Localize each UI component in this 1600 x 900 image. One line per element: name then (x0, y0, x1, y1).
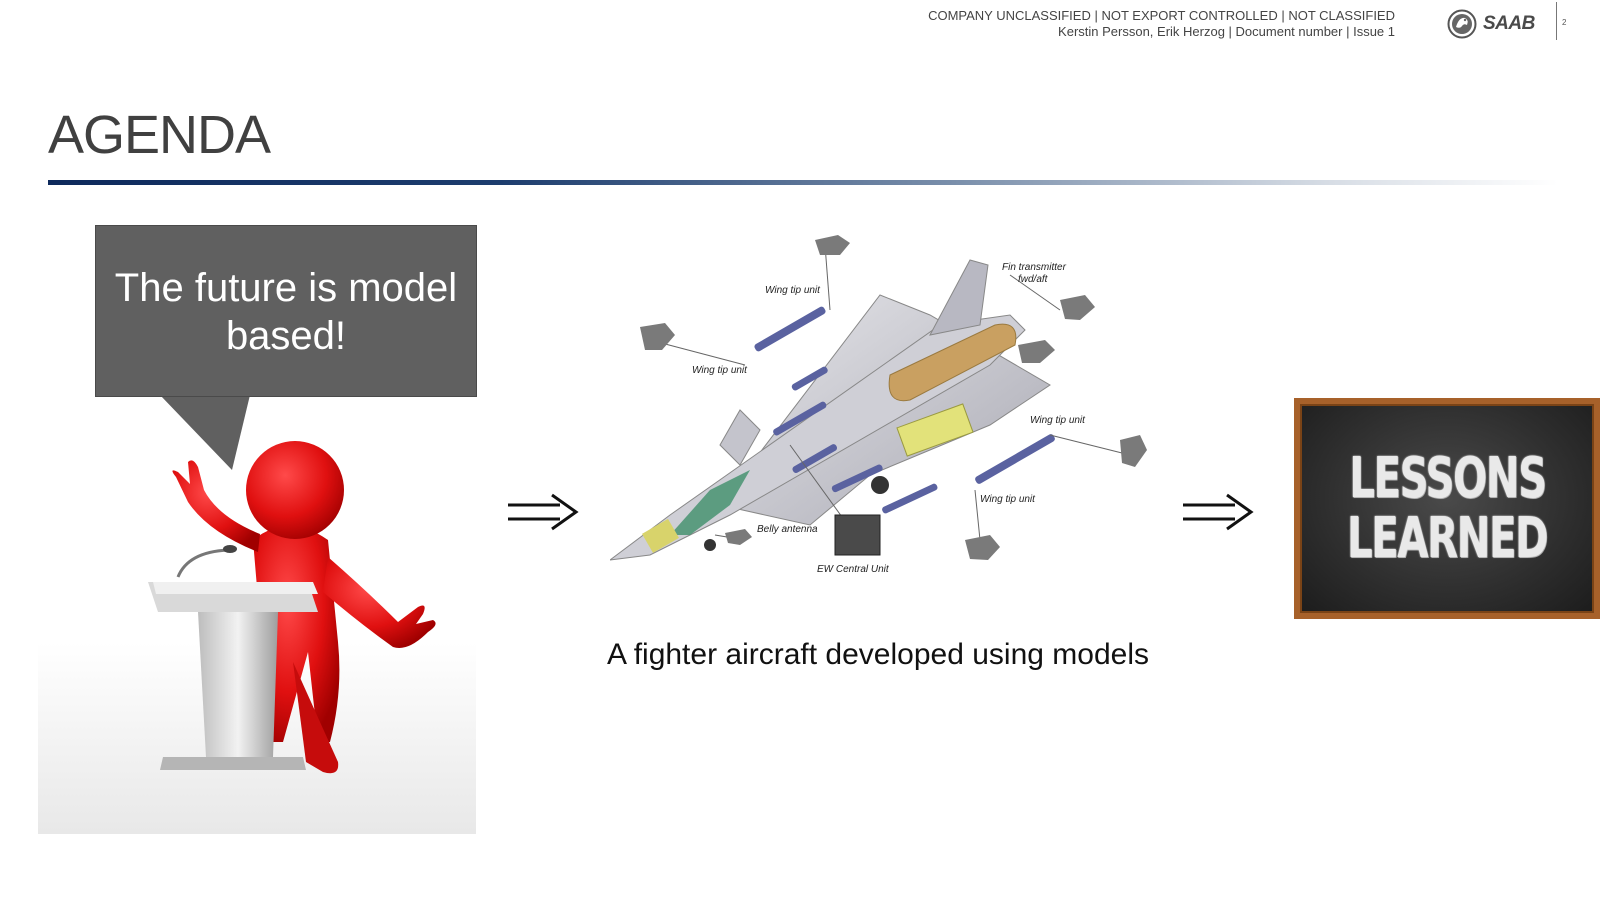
saab-wordmark: SAAB (1483, 13, 1535, 34)
label-fin-transmitter: Fin transmitter (1002, 262, 1067, 273)
speech-bubble-tail (160, 395, 250, 470)
saab-griffin-icon (1447, 9, 1477, 39)
speech-bubble-line-2: based! (225, 314, 347, 358)
label-wing-tip-unit-1: Wing tip unit (765, 285, 821, 296)
saab-logo: SAAB (1447, 8, 1547, 40)
chalkboard-line-2: LEARNED (1346, 505, 1549, 571)
speech-bubble: The future is model based! (95, 225, 477, 397)
classification-text: COMPANY UNCLASSIFIED | NOT EXPORT CONTRO… (928, 8, 1395, 23)
label-wing-tip-unit-4: Wing tip unit (980, 494, 1036, 505)
lessons-learned-chalkboard: LESSONS LEARNED (1294, 398, 1600, 619)
fighter-aircraft-exploded-view: Wing tip unit Wing tip unit Wing tip uni… (610, 235, 1147, 575)
label-belly-antenna: Belly antenna (757, 524, 818, 535)
double-arrow-icon-2 (1183, 493, 1254, 531)
header-divider (1556, 2, 1557, 40)
title-underline (48, 180, 1558, 185)
label-wing-tip-unit-3: Wing tip unit (1030, 415, 1086, 426)
label-fwd-aft: fwd/aft (1018, 274, 1049, 285)
label-ew-central-unit: EW Central Unit (817, 564, 890, 575)
page-number: 2 (1562, 18, 1567, 27)
slide-title: AGENDA (48, 105, 271, 165)
label-wing-tip-unit-2: Wing tip unit (692, 365, 748, 376)
aircraft-caption: A fighter aircraft developed using model… (607, 638, 1149, 671)
speaker-at-podium-illustration (38, 441, 476, 834)
speech-bubble-line-1: The future is model (114, 266, 458, 310)
authors-text: Kerstin Persson, Erik Herzog | Document … (1058, 24, 1395, 39)
document-header: COMPANY UNCLASSIFIED | NOT EXPORT CONTRO… (928, 8, 1395, 40)
chalkboard-line-1: LESSONS (1348, 445, 1547, 511)
double-arrow-icon (508, 493, 579, 531)
